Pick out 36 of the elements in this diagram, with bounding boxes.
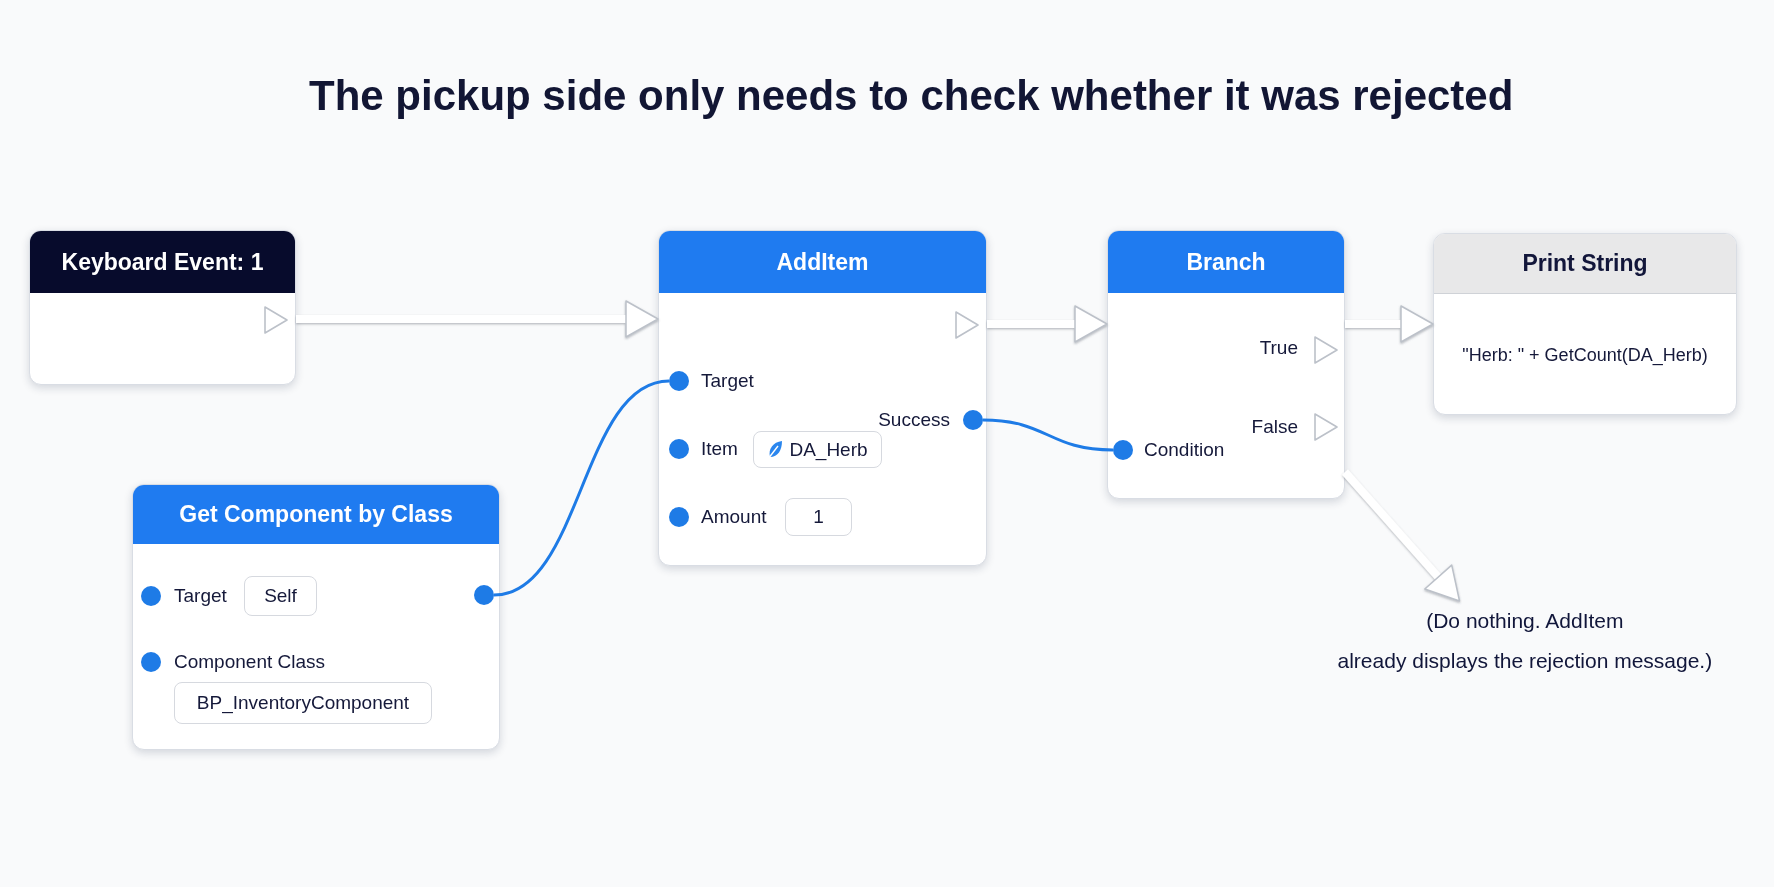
node-header: Get Component by Class — [133, 485, 499, 544]
pin-icon — [474, 585, 494, 605]
pin-icon — [1113, 440, 1133, 460]
node-card — [1107, 230, 1345, 499]
node-header: Branch — [1108, 231, 1344, 293]
input-field: DA_Herb — [753, 431, 882, 468]
pin-label: False — [1251, 415, 1298, 439]
node-card — [658, 230, 987, 566]
note-text: (Do nothing. AddItem already displays the rejection message.) — [1337, 601, 1713, 681]
input-field: Self — [244, 576, 317, 616]
pin-label: Target — [174, 584, 227, 608]
pin-label: Component Class — [174, 650, 326, 674]
connector-line — [493, 379, 670, 597]
node-header: Print String — [1434, 234, 1736, 294]
node-card — [1433, 233, 1737, 415]
arrow — [1345, 305, 1434, 343]
node-header: AddItem — [659, 231, 986, 293]
pin-label: Success — [878, 408, 950, 432]
expression-text: "Herb: " + GetCount(DA_Herb) — [1462, 344, 1708, 367]
input-field: 1 — [785, 498, 852, 536]
pin-label: True — [1259, 336, 1298, 360]
input-field: BP_InventoryComponent — [174, 682, 432, 724]
pin-label: Amount — [701, 505, 767, 529]
connector-line — [982, 418, 1114, 452]
arrow — [987, 305, 1108, 343]
node-card — [132, 484, 500, 750]
pin-icon — [669, 371, 689, 391]
arrow — [296, 300, 659, 338]
pin-label: Target — [701, 369, 754, 393]
pin-label: Item — [701, 437, 738, 461]
arrow — [1342, 469, 1461, 602]
title: The pickup side only needs to check whether it was rejected — [309, 71, 1514, 121]
node-card — [29, 230, 296, 385]
pin-label: Condition — [1144, 438, 1225, 462]
node-header: Keyboard Event: 1 — [30, 231, 295, 293]
pin-icon — [963, 410, 983, 430]
